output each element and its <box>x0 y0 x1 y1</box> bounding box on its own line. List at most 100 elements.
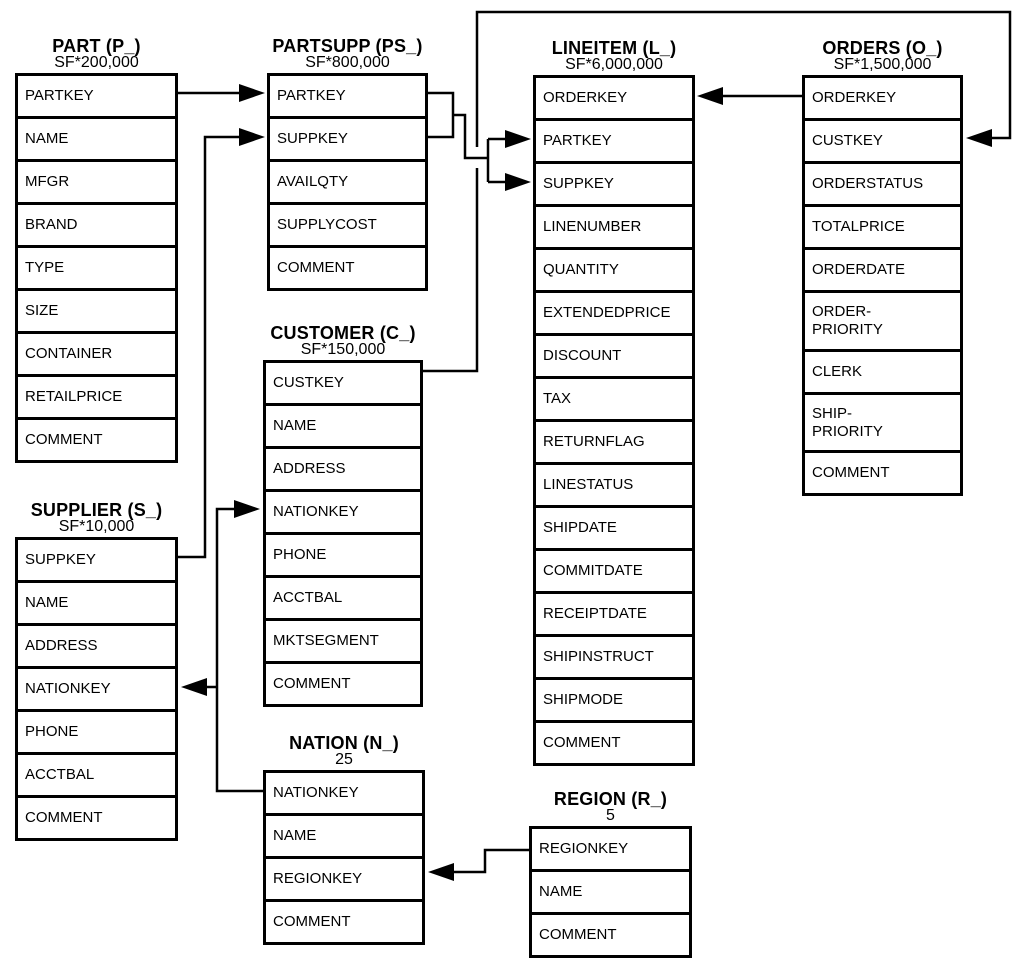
arrowhead-icon <box>239 128 265 146</box>
row-supplier-acctbal: ACCTBAL <box>18 755 175 798</box>
row-part-comment: COMMENT <box>18 420 175 460</box>
row-orders-orderstatus: ORDERSTATUS <box>805 164 960 207</box>
row-lineitem-shipdate: SHIPDATE <box>536 508 692 551</box>
arrowhead-icon <box>505 173 531 191</box>
table-title-nation: NATION (N_) <box>289 733 399 753</box>
row-orders-ship-priority: SHIP- PRIORITY <box>805 395 960 453</box>
row-lineitem-linestatus: LINESTATUS <box>536 465 692 508</box>
column-label: CUSTKEY <box>273 374 344 392</box>
column-label: PARTKEY <box>25 87 94 105</box>
column-label: MKTSEGMENT <box>273 632 379 650</box>
column-label: SHIP- PRIORITY <box>812 404 883 440</box>
column-label: ORDERKEY <box>812 89 897 107</box>
column-label: ORDERKEY <box>543 89 628 107</box>
column-label: ACCTBAL <box>273 589 343 607</box>
column-label: SUPPLYCOST <box>277 216 377 234</box>
column-label: ORDERSTATUS <box>812 175 924 193</box>
column-label: ORDER- PRIORITY <box>812 303 883 338</box>
arrowhead-icon <box>428 863 454 881</box>
column-label: COMMENT <box>539 926 617 944</box>
row-orders-totalprice: TOTALPRICE <box>805 207 960 250</box>
column-label: SUPPKEY <box>277 130 348 148</box>
arrowhead-icon <box>697 87 723 105</box>
row-supplier-comment: COMMENT <box>18 798 175 838</box>
column-label: NATIONKEY <box>25 680 111 698</box>
column-label: RECEIPTDATE <box>543 605 647 623</box>
column-label: NAME <box>25 130 69 148</box>
row-part-brand: BRAND <box>18 205 175 248</box>
row-part-partkey: PARTKEY <box>18 76 175 119</box>
arrowhead-icon <box>234 500 260 518</box>
connector-customer-custkey-to-orders-custkey <box>423 10 1012 373</box>
row-lineitem-tax: TAX <box>536 379 692 422</box>
row-lineitem-linenumber: LINENUMBER <box>536 207 692 250</box>
row-customer-name: NAME <box>266 406 420 449</box>
row-partsupp-suppkey: SUPPKEY <box>270 119 425 162</box>
column-label: SHIPMODE <box>543 691 624 709</box>
column-label: PARTKEY <box>543 132 612 150</box>
column-label: ADDRESS <box>25 637 98 655</box>
column-label: PHONE <box>25 723 79 741</box>
table-title-partsupp: PARTSUPP (PS_) <box>272 36 423 56</box>
row-lineitem-discount: DISCOUNT <box>536 336 692 379</box>
table-title-region: REGION (R_) <box>553 789 668 809</box>
row-lineitem-returnflag: RETURNFLAG <box>536 422 692 465</box>
column-label: QUANTITY <box>543 261 619 279</box>
connector-nation-nationkey-to-supplier-nationkey <box>181 678 217 696</box>
column-label: REGIONKEY <box>539 840 629 858</box>
row-supplier-name: NAME <box>18 583 175 626</box>
table-title-customer: CUSTOMER (C_) <box>270 323 416 343</box>
row-part-size: SIZE <box>18 291 175 334</box>
column-label: NAME <box>273 827 317 845</box>
row-part-retailprice: RETAILPRICE <box>18 377 175 420</box>
column-label: CLERK <box>812 363 863 381</box>
row-lineitem-shipinstruct: SHIPINSTRUCT <box>536 637 692 680</box>
row-supplier-phone: PHONE <box>18 712 175 755</box>
column-label: TYPE <box>25 259 65 277</box>
row-lineitem-quantity: QUANTITY <box>536 250 692 293</box>
column-label: COMMENT <box>273 675 351 693</box>
column-label: CONTAINER <box>25 345 113 363</box>
row-nation-nationkey: NATIONKEY <box>266 773 422 816</box>
column-label: SUPPKEY <box>543 175 614 193</box>
column-label: ADDRESS <box>273 460 346 478</box>
column-label: COMMITDATE <box>543 562 643 580</box>
column-label: SIZE <box>25 302 59 320</box>
row-lineitem-comment: COMMENT <box>536 723 692 763</box>
row-region-name: NAME <box>532 872 689 915</box>
table-cardinality-customer: SF*150,000 <box>300 341 386 358</box>
column-label: NAME <box>25 594 69 612</box>
table-region: REGIONKEY NAME COMMENT <box>529 826 692 958</box>
column-label: COMMENT <box>25 431 103 449</box>
column-label: COMMENT <box>543 734 621 752</box>
connector-part-partkey-to-partsupp-partkey <box>178 84 265 102</box>
row-nation-name: NAME <box>266 816 422 859</box>
connector-region-regionkey-to-nation-regionkey <box>428 848 529 881</box>
table-title-orders: ORDERS (O_) <box>822 38 943 58</box>
table-title-part: PART (P_) <box>52 36 141 56</box>
arrowhead-icon <box>239 84 265 102</box>
column-label: AVAILQTY <box>277 173 349 191</box>
row-lineitem-receiptdate: RECEIPTDATE <box>536 594 692 637</box>
column-label: RETAILPRICE <box>25 388 123 406</box>
column-label: PARTKEY <box>277 87 346 105</box>
column-label: PHONE <box>273 546 327 564</box>
row-partsupp-availqty: AVAILQTY <box>270 162 425 205</box>
row-orders-comment: COMMENT <box>805 453 960 493</box>
column-label: REGIONKEY <box>273 870 363 888</box>
table-partsupp: PARTKEY SUPPKEY AVAILQTY SUPPLYCOST COMMENT <box>267 73 428 291</box>
row-orders-clerk: CLERK <box>805 352 960 395</box>
row-lineitem-orderkey: ORDERKEY <box>536 78 692 121</box>
column-label: COMMENT <box>277 259 355 277</box>
row-orders-custkey: CUSTKEY <box>805 121 960 164</box>
row-supplier-suppkey: SUPPKEY <box>18 540 175 583</box>
table-cardinality-part: SF*200,000 <box>54 54 139 71</box>
column-label: COMMENT <box>812 464 890 482</box>
row-nation-comment: COMMENT <box>266 902 422 942</box>
column-label: COMMENT <box>25 809 103 827</box>
column-label: ACCTBAL <box>25 766 95 784</box>
row-orders-orderkey: ORDERKEY <box>805 78 960 121</box>
